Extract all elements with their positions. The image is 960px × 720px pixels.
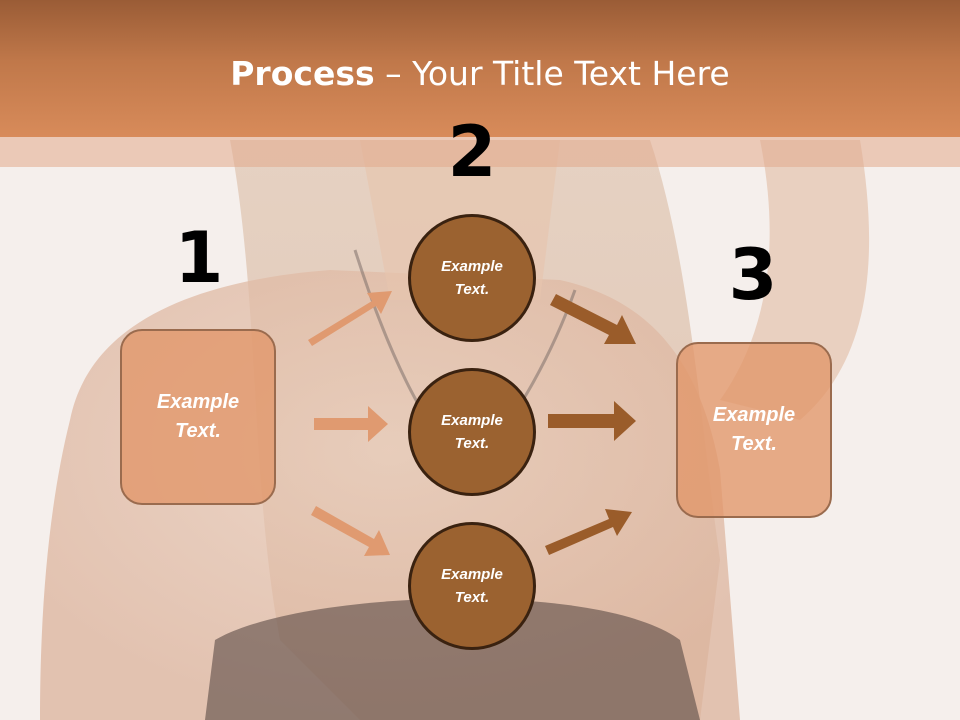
right-box-label: Example Text. <box>712 404 796 455</box>
arrow-top-circle-to-right <box>550 294 636 344</box>
arrow-left-to-middle-circle <box>314 406 388 442</box>
step-number-3: 3 <box>728 234 778 316</box>
slide-title-rest: – Your Title Text Here <box>374 54 730 93</box>
arrow-middle-circle-to-right <box>548 401 636 441</box>
arrow-left-to-top-circle <box>308 291 392 346</box>
circle-top-label: Example Text. <box>441 258 503 298</box>
left-text-box[interactable]: Example Text. <box>120 329 276 505</box>
right-text-box[interactable]: Example Text. <box>676 342 832 518</box>
title-strip <box>0 137 960 167</box>
arrow-left-to-bottom-circle <box>311 506 390 556</box>
circle-top[interactable]: Example Text. <box>408 214 536 342</box>
slide-title[interactable]: Process – Your Title Text Here <box>0 52 960 96</box>
title-band <box>0 0 960 137</box>
step-number-1: 1 <box>174 217 224 299</box>
left-box-label: Example Text. <box>156 391 240 442</box>
circle-middle[interactable]: Example Text. <box>408 368 536 496</box>
step-number-2: 2 <box>447 111 497 193</box>
slide-title-bold: Process <box>230 54 375 93</box>
arrow-bottom-circle-to-right <box>545 509 632 555</box>
circle-bottom-label: Example Text. <box>441 566 503 606</box>
circle-bottom[interactable]: Example Text. <box>408 522 536 650</box>
circle-middle-label: Example Text. <box>441 412 503 452</box>
